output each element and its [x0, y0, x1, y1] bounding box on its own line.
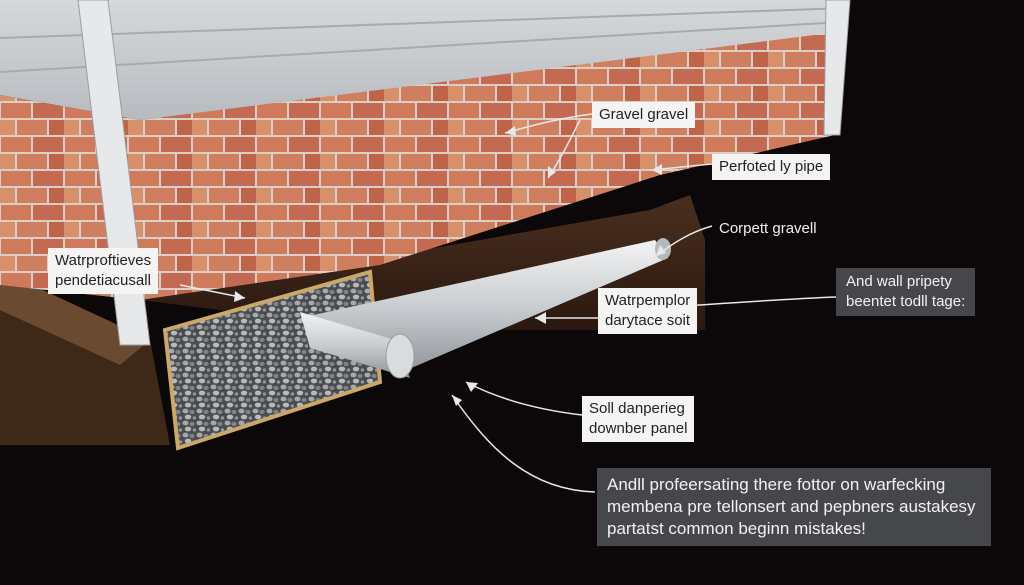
- label-membrane-line-1: Watrpemplor: [605, 292, 691, 309]
- bottom-note: Andll profeersating there fottor on warf…: [597, 468, 991, 546]
- brick-wall: [0, 30, 835, 300]
- label-wall-property: And wall pripety beentet todll tage:: [836, 268, 976, 316]
- label-membrane: Watrpemplor darytace soit: [598, 288, 698, 334]
- arrow-bottom-note: [451, 394, 596, 493]
- label-wall-property-line-2: beentet todll tage:: [846, 293, 966, 310]
- corner-trim-right: [823, 0, 851, 136]
- label-waterproof-left-line-1: Watrproftieves: [55, 252, 152, 269]
- label-waterproof-left: Watrproftieves pendetiacusall: [48, 248, 159, 294]
- label-pipe-text: Perfoted ly pipe: [719, 158, 824, 175]
- ground-surface: [0, 270, 150, 365]
- label-pipe: Perfoted ly pipe: [712, 154, 831, 180]
- label-soil: Soll danperieg downber panel: [582, 396, 695, 442]
- label-wall-property-line-1: And wall pripety: [846, 273, 952, 290]
- label-gravel-text: Gravel gravel: [599, 106, 689, 123]
- bottom-note-line-1: Andll profeersating there fottor on warf…: [607, 475, 946, 494]
- bottom-note-line-3: partatst common beginn mistakes!: [607, 519, 866, 538]
- label-waterproof-left-line-2: pendetiacusall: [55, 272, 151, 289]
- label-soil-line-2: downber panel: [589, 420, 688, 437]
- bottom-note-line-2: membena pre tellonsert and pepbners aust…: [607, 497, 976, 516]
- label-gravel: Gravel gravel: [592, 102, 696, 128]
- label-corpett-text: Corpett gravell: [719, 220, 817, 237]
- label-corpett: Corpett gravell: [712, 216, 824, 242]
- label-membrane-line-2: darytace soit: [605, 312, 691, 329]
- label-soil-line-1: Soll danperieg: [589, 400, 685, 417]
- arrow-soil: [465, 381, 583, 416]
